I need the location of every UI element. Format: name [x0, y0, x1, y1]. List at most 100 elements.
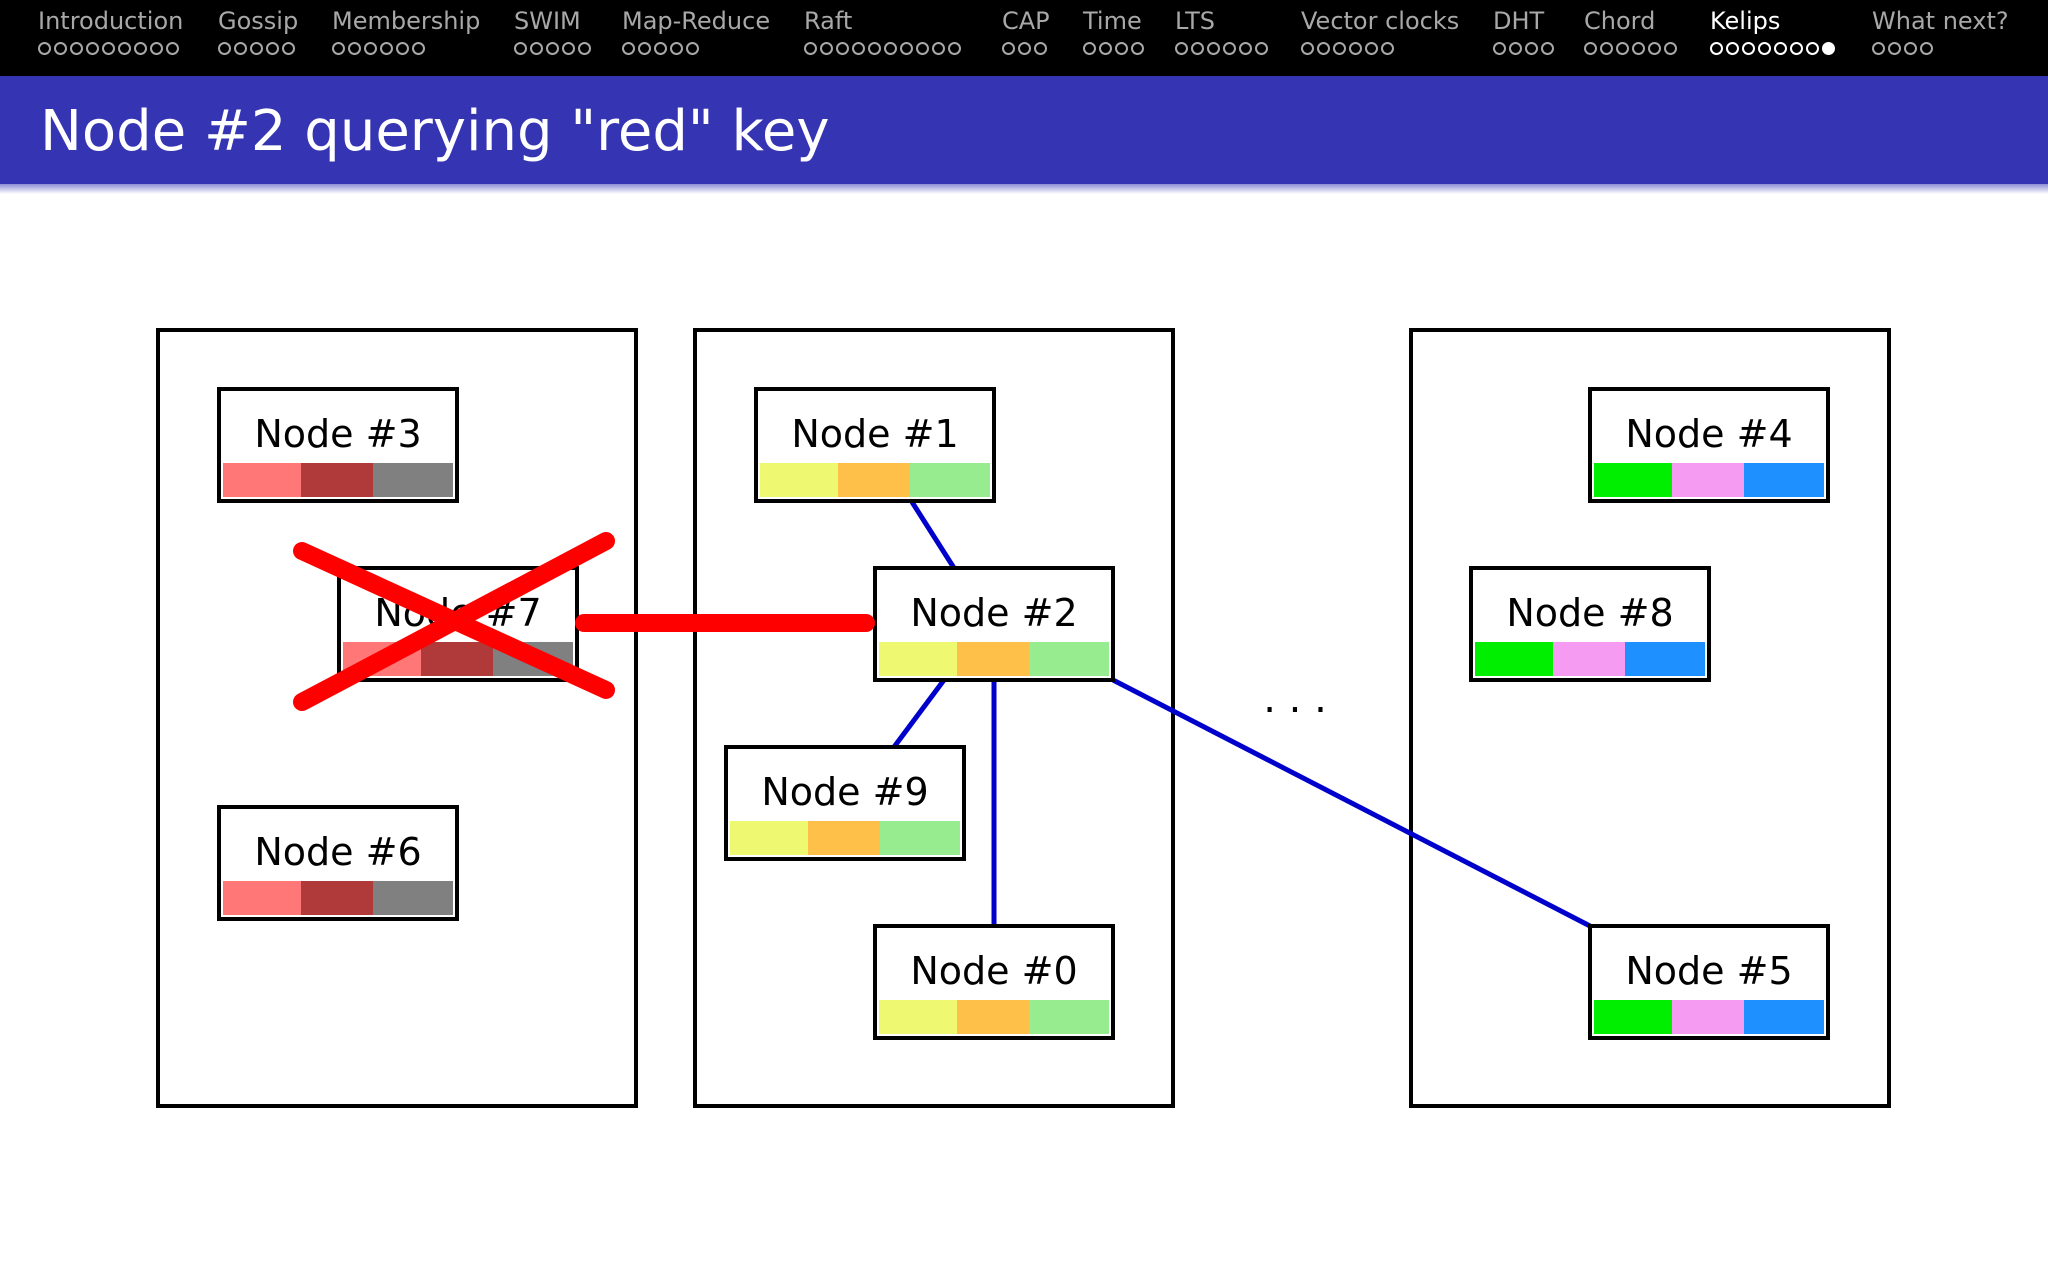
nav-slide-dot[interactable] — [1317, 42, 1330, 55]
nav-slide-dot[interactable] — [1083, 42, 1096, 55]
nav-section-chord[interactable]: Chord — [1584, 4, 1677, 55]
nav-slide-dot[interactable] — [1115, 42, 1128, 55]
nav-slide-dot[interactable] — [1349, 42, 1362, 55]
nav-section-what-next[interactable]: What next? — [1872, 4, 2009, 55]
nav-slide-dot[interactable] — [884, 42, 897, 55]
nav-slide-dot[interactable] — [1223, 42, 1236, 55]
nav-section-membership[interactable]: Membership — [332, 4, 480, 55]
nav-slide-dot[interactable] — [380, 42, 393, 55]
nav-slide-dot[interactable] — [1002, 42, 1015, 55]
nav-slide-dot[interactable] — [86, 42, 99, 55]
nav-slide-dot[interactable] — [1726, 42, 1739, 55]
nav-slide-dot[interactable] — [1018, 42, 1031, 55]
nav-slide-dot[interactable] — [1239, 42, 1252, 55]
nav-slide-dot[interactable] — [900, 42, 913, 55]
nav-section-introduction[interactable]: Introduction — [38, 4, 183, 55]
nav-slide-dot[interactable] — [1920, 42, 1933, 55]
nav-slide-dot[interactable] — [1904, 42, 1917, 55]
nav-slide-dot[interactable] — [1191, 42, 1204, 55]
nav-slide-dot[interactable] — [234, 42, 247, 55]
node-8[interactable]: Node #8 — [1469, 566, 1711, 682]
nav-slide-dot[interactable] — [1806, 42, 1819, 55]
nav-slide-dot[interactable] — [348, 42, 361, 55]
nav-slide-dot[interactable] — [1099, 42, 1112, 55]
nav-slide-dot[interactable] — [546, 42, 559, 55]
nav-slide-dot[interactable] — [166, 42, 179, 55]
nav-slide-dot[interactable] — [54, 42, 67, 55]
nav-section-cap[interactable]: CAP — [1002, 4, 1050, 55]
nav-section-swim[interactable]: SWIM — [514, 4, 591, 55]
nav-slide-dot[interactable] — [1710, 42, 1723, 55]
nav-slide-dot[interactable] — [70, 42, 83, 55]
nav-slide-dot[interactable] — [1790, 42, 1803, 55]
nav-section-gossip[interactable]: Gossip — [218, 4, 298, 55]
nav-slide-dot[interactable] — [1616, 42, 1629, 55]
nav-slide-dot[interactable] — [948, 42, 961, 55]
nav-slide-dot[interactable] — [1872, 42, 1885, 55]
nav-slide-dot[interactable] — [852, 42, 865, 55]
nav-slide-dot[interactable] — [1758, 42, 1771, 55]
nav-slide-dot[interactable] — [1381, 42, 1394, 55]
nav-slide-dot[interactable] — [1255, 42, 1268, 55]
nav-section-vector-clocks[interactable]: Vector clocks — [1301, 4, 1459, 55]
nav-slide-dot[interactable] — [916, 42, 929, 55]
nav-slide-dot[interactable] — [820, 42, 833, 55]
nav-slide-dot[interactable] — [1175, 42, 1188, 55]
nav-slide-dot[interactable] — [364, 42, 377, 55]
nav-slide-dot[interactable] — [332, 42, 345, 55]
nav-slide-dot[interactable] — [530, 42, 543, 55]
nav-section-kelips[interactable]: Kelips — [1710, 4, 1835, 55]
nav-section-dht[interactable]: DHT — [1493, 4, 1554, 55]
nav-slide-dot[interactable] — [396, 42, 409, 55]
nav-slide-dot[interactable] — [218, 42, 231, 55]
nav-slide-dot[interactable] — [1664, 42, 1677, 55]
nav-slide-dot-current[interactable] — [1822, 42, 1835, 55]
nav-slide-dot[interactable] — [1648, 42, 1661, 55]
nav-slide-dot[interactable] — [102, 42, 115, 55]
nav-slide-dot[interactable] — [670, 42, 683, 55]
nav-slide-dot[interactable] — [134, 42, 147, 55]
node-3[interactable]: Node #3 — [217, 387, 459, 503]
nav-slide-dot[interactable] — [412, 42, 425, 55]
nav-slide-dot[interactable] — [1774, 42, 1787, 55]
nav-slide-dot[interactable] — [38, 42, 51, 55]
node-6[interactable]: Node #6 — [217, 805, 459, 921]
nav-slide-dot[interactable] — [562, 42, 575, 55]
node-9[interactable]: Node #9 — [724, 745, 966, 861]
nav-slide-dot[interactable] — [578, 42, 591, 55]
node-4[interactable]: Node #4 — [1588, 387, 1830, 503]
nav-slide-dot[interactable] — [1365, 42, 1378, 55]
node-5[interactable]: Node #5 — [1588, 924, 1830, 1040]
nav-slide-dot[interactable] — [1600, 42, 1613, 55]
nav-slide-dot[interactable] — [266, 42, 279, 55]
nav-slide-dot[interactable] — [514, 42, 527, 55]
nav-slide-dot[interactable] — [804, 42, 817, 55]
nav-section-map-reduce[interactable]: Map-Reduce — [622, 4, 770, 55]
nav-slide-dot[interactable] — [150, 42, 163, 55]
node-1[interactable]: Node #1 — [754, 387, 996, 503]
nav-slide-dot[interactable] — [654, 42, 667, 55]
nav-slide-dot[interactable] — [622, 42, 635, 55]
nav-slide-dot[interactable] — [1584, 42, 1597, 55]
nav-slide-dot[interactable] — [836, 42, 849, 55]
node-2[interactable]: Node #2 — [873, 566, 1115, 682]
nav-slide-dot[interactable] — [1131, 42, 1144, 55]
nav-slide-dot[interactable] — [1888, 42, 1901, 55]
nav-slide-dot[interactable] — [868, 42, 881, 55]
nav-slide-dot[interactable] — [686, 42, 699, 55]
nav-slide-dot[interactable] — [1541, 42, 1554, 55]
nav-slide-dot[interactable] — [932, 42, 945, 55]
nav-slide-dot[interactable] — [1207, 42, 1220, 55]
nav-section-lts[interactable]: LTS — [1175, 4, 1268, 55]
nav-slide-dot[interactable] — [1301, 42, 1314, 55]
nav-section-raft[interactable]: Raft — [804, 4, 961, 55]
nav-slide-dot[interactable] — [638, 42, 651, 55]
nav-slide-dot[interactable] — [1333, 42, 1346, 55]
nav-slide-dot[interactable] — [1742, 42, 1755, 55]
nav-section-time[interactable]: Time — [1083, 4, 1144, 55]
nav-slide-dot[interactable] — [282, 42, 295, 55]
nav-slide-dot[interactable] — [250, 42, 263, 55]
nav-slide-dot[interactable] — [1525, 42, 1538, 55]
nav-slide-dot[interactable] — [1034, 42, 1047, 55]
node-0[interactable]: Node #0 — [873, 924, 1115, 1040]
